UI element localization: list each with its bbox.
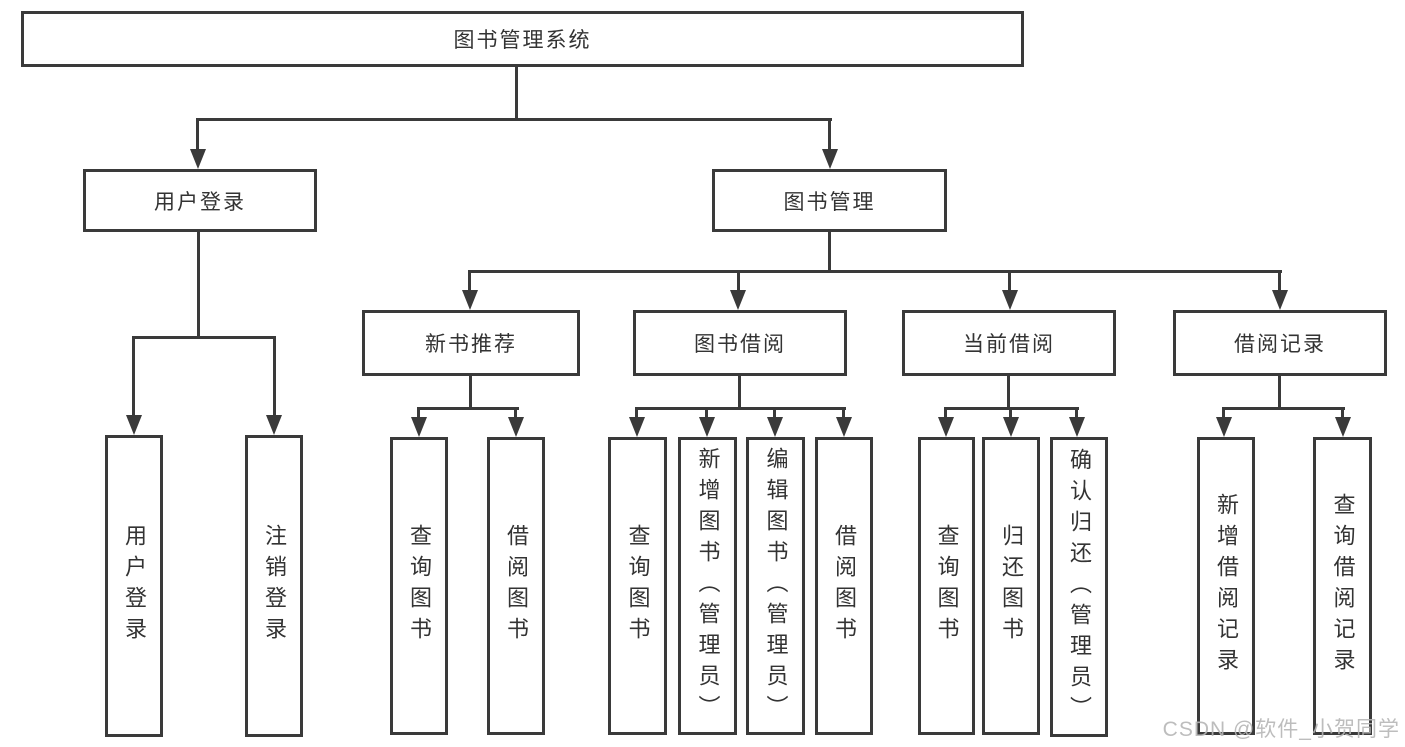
connector-hline	[417, 407, 519, 410]
arrow-down-icon	[508, 417, 524, 437]
leaf-bb-borrow-books: 借阅图书	[815, 437, 873, 735]
connector-vline	[1278, 270, 1281, 294]
leaf-br-add-record: 新增借阅记录	[1197, 437, 1255, 735]
connector-vline	[1009, 407, 1012, 421]
node-label: 借阅记录	[1234, 333, 1326, 356]
leaf-cb-query-books: 查询图书	[918, 437, 975, 735]
arrow-down-icon	[1003, 417, 1019, 437]
arrow-down-icon	[266, 415, 282, 435]
node-label: 查询图书	[934, 524, 960, 648]
connector-vline	[944, 407, 947, 421]
connector-vline	[738, 376, 741, 407]
leaf-logout: 注销登录	[245, 435, 303, 737]
connector-vline	[828, 232, 831, 270]
arrow-down-icon	[938, 417, 954, 437]
connector-hline	[635, 407, 846, 410]
arrow-down-icon	[126, 415, 142, 435]
connector-hline	[197, 118, 832, 121]
connector-vline	[1007, 376, 1010, 407]
node-label: 借阅图书	[504, 524, 529, 648]
connector-vline	[197, 232, 200, 336]
leaf-nb-query-books: 查询图书	[390, 437, 448, 735]
arrow-down-icon	[1335, 417, 1351, 437]
leaf-br-query-record: 查询借阅记录	[1313, 437, 1372, 735]
leaf-nb-borrow-books: 借阅图书	[487, 437, 545, 735]
arrow-down-icon	[629, 417, 645, 437]
node-user-login-group: 用户登录	[83, 169, 317, 232]
node-label: 查询借阅记录	[1330, 493, 1356, 679]
connector-vline	[469, 376, 472, 407]
arrow-down-icon	[730, 290, 746, 310]
leaf-bb-add-books-admin: 新增图书（管理员）	[678, 437, 737, 735]
arrow-down-icon	[836, 417, 852, 437]
arrow-down-icon	[1272, 290, 1288, 310]
node-label: 确认归还（管理员）	[1067, 447, 1092, 727]
node-label: 查询图书	[407, 524, 432, 648]
arrow-down-icon	[411, 417, 427, 437]
node-label: 图书管理	[783, 190, 876, 214]
leaf-cb-return-books: 归还图书	[982, 437, 1040, 735]
connector-vline	[1341, 407, 1344, 421]
connector-vline	[1075, 407, 1078, 421]
node-label: 用户登录	[154, 190, 246, 214]
connector-hline	[132, 336, 276, 339]
connector-vline	[1222, 407, 1225, 421]
node-label: 注销登录	[262, 524, 287, 648]
connector-vline	[635, 407, 638, 421]
connector-vline	[514, 407, 517, 421]
arrow-down-icon	[1216, 417, 1232, 437]
node-root: 图书管理系统	[21, 11, 1024, 67]
node-label: 查询图书	[625, 524, 651, 648]
connector-vline	[1008, 270, 1011, 294]
node-label: 归还图书	[999, 524, 1024, 648]
connector-vline	[842, 407, 845, 421]
connector-vline	[773, 407, 776, 421]
node-label: 图书借阅	[694, 333, 786, 356]
node-book-borrowing: 图书借阅	[633, 310, 847, 376]
arrow-down-icon	[767, 417, 783, 437]
node-current-borrowing: 当前借阅	[902, 310, 1116, 376]
connector-vline	[737, 270, 740, 294]
arrow-down-icon	[190, 149, 206, 169]
connector-vline	[468, 270, 471, 294]
leaf-cb-confirm-return-admin: 确认归还（管理员）	[1050, 437, 1108, 737]
leaf-bb-query-books: 查询图书	[608, 437, 667, 735]
connector-vline	[273, 336, 276, 418]
leaf-user-login: 用户登录	[105, 435, 163, 737]
node-label: 新增借阅记录	[1214, 493, 1239, 679]
node-book-management: 图书管理	[712, 169, 947, 232]
arrow-down-icon	[699, 417, 715, 437]
connector-vline	[515, 67, 518, 118]
csdn-watermark: CSDN @软件_小贺同学	[1162, 718, 1400, 741]
connector-vline	[1278, 376, 1281, 407]
node-label: 借阅图书	[832, 524, 857, 648]
connector-hline	[468, 270, 1282, 273]
node-new-book-recommend: 新书推荐	[362, 310, 580, 376]
connector-vline	[132, 336, 135, 418]
arrow-down-icon	[462, 290, 478, 310]
connector-hline	[1222, 407, 1345, 410]
connector-vline	[705, 407, 708, 421]
arrow-down-icon	[1002, 290, 1018, 310]
connector-vline	[417, 407, 420, 421]
connector-vline	[196, 118, 199, 154]
node-borrowing-records: 借阅记录	[1173, 310, 1387, 376]
node-label: 图书管理系统	[453, 29, 592, 52]
node-label: 用户登录	[122, 524, 147, 648]
leaf-bb-edit-books-admin: 编辑图书（管理员）	[746, 437, 805, 735]
arrow-down-icon	[822, 149, 838, 169]
node-label: 当前借阅	[963, 333, 1055, 356]
node-label: 编辑图书（管理员）	[763, 446, 789, 726]
connector-vline	[828, 118, 831, 154]
node-label: 新书推荐	[425, 333, 517, 356]
arrow-down-icon	[1069, 417, 1085, 437]
node-label: 新增图书（管理员）	[695, 446, 721, 726]
